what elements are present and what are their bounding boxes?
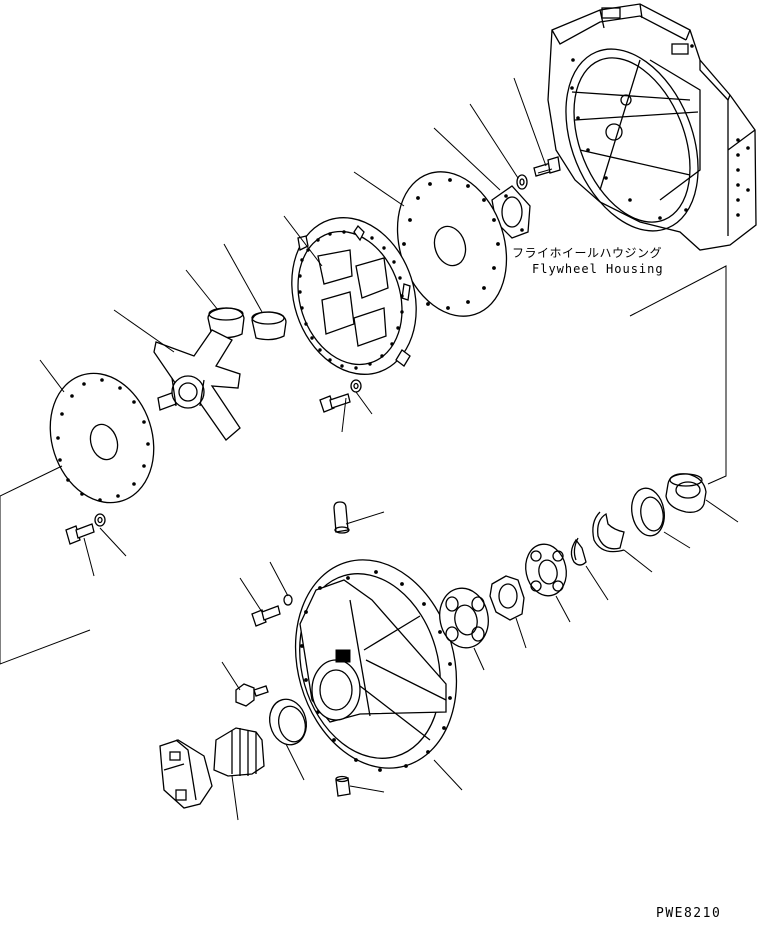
breather-plug: [333, 501, 350, 534]
plate-bolt: [65, 523, 95, 545]
oil-seal: [631, 487, 665, 537]
housing-label-jp: フライホイールハウジング: [512, 246, 663, 260]
cover-plate: [49, 372, 155, 504]
plate-washer: [94, 513, 106, 527]
housing-label-en: Flywheel Housing: [532, 262, 664, 276]
flywheel-housing: [547, 3, 757, 251]
housing-washer: [350, 379, 362, 393]
output-shaft: [159, 727, 265, 809]
drawing-code: PWE8210: [656, 906, 722, 921]
damper-housing: [291, 217, 417, 375]
case-cover: [294, 559, 458, 772]
spider-hub: [153, 329, 241, 441]
seal-collar: [665, 473, 707, 513]
bearing: [489, 575, 525, 621]
front-bolt: [251, 605, 281, 627]
housing-bolt: [319, 393, 351, 413]
seal-ring: [269, 698, 307, 746]
spacer: [491, 185, 531, 239]
front-washer: [283, 594, 293, 606]
ball-bearing: [525, 543, 567, 597]
nut-bolt: [235, 683, 269, 707]
rubber-block-2: [251, 311, 287, 341]
drain-plug: [335, 775, 351, 797]
leader-lines: [0, 77, 739, 821]
bolt: [533, 156, 561, 177]
lock-washer: [516, 174, 528, 190]
rubber-block-1: [207, 307, 245, 339]
drive-plate: [396, 171, 508, 317]
snap-ring-large: [592, 511, 625, 553]
bearing-cage: [439, 587, 489, 649]
snap-ring-small: [570, 537, 587, 566]
